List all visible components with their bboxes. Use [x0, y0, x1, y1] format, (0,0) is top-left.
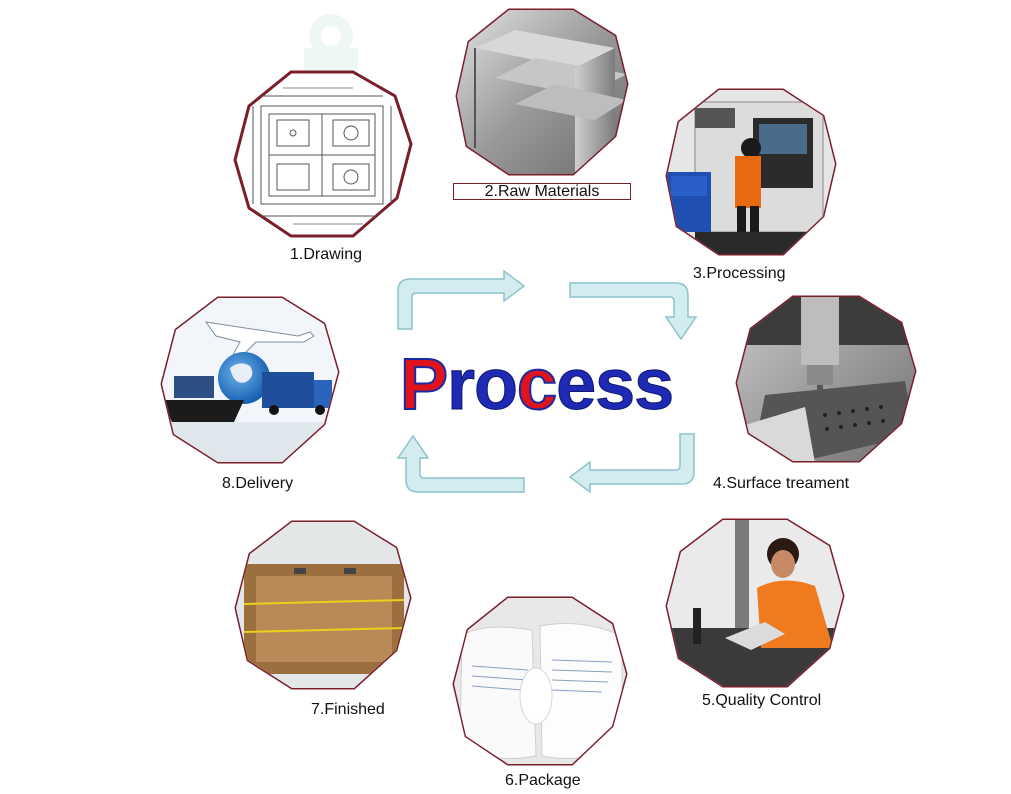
step-6-package [452, 596, 628, 766]
inspection-icon [665, 518, 845, 688]
title-part-2: ro [447, 345, 519, 426]
title-part-3: c [516, 344, 558, 426]
arrow-top-right [569, 282, 698, 341]
arrow-top-left [397, 269, 526, 330]
step-7-label: 7.Finished [311, 701, 385, 718]
step-3-processing [665, 88, 837, 256]
watermark-logo-icon [304, 14, 358, 78]
step-2-label-box: 2.Raw Materials [453, 183, 631, 200]
airplane-ship-truck-icon [160, 296, 340, 464]
milling-icon [735, 295, 917, 463]
step-4-surface-treatment [735, 295, 917, 463]
step-7-finished [234, 520, 412, 690]
arrow-bottom-right [568, 433, 695, 494]
title-part-4: ess [556, 345, 675, 426]
step-1-label: 1.Drawing [290, 246, 363, 263]
step-6-label: 6.Package [505, 772, 581, 789]
step-3-label: 3.Processing [693, 265, 786, 282]
step-8-label: 8.Delivery [222, 475, 294, 492]
package-icon [452, 596, 628, 766]
arrow-bottom-left [396, 434, 525, 493]
step-2-raw-materials [455, 8, 629, 176]
step-8-delivery [160, 296, 340, 464]
drawing-blueprint-icon [233, 70, 413, 238]
step-4-label: 4.Surface treament [713, 475, 850, 492]
title-part-1: P [399, 344, 449, 426]
cnc-machine-icon [665, 88, 837, 256]
step-5-label: 5.Quality Control [702, 692, 822, 709]
step-1-drawing [233, 70, 413, 238]
step-5-quality-control [665, 518, 845, 688]
wooden-crate-icon [234, 520, 412, 690]
steel-block-icon [455, 8, 629, 176]
process-title: Process [399, 340, 690, 430]
